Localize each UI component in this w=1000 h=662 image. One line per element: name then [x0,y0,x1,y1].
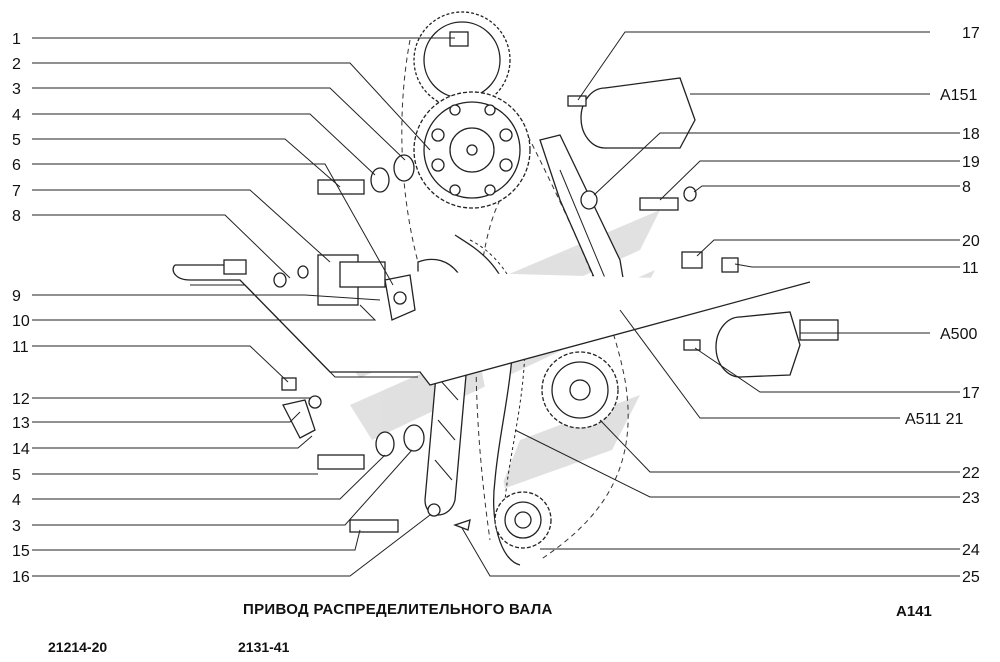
callout-11-right: 11 [962,260,979,277]
callout-a151: A151 [940,87,977,104]
callout-7: 7 [12,183,21,200]
intermediate-sprocket [541,351,619,429]
callout-4: 4 [12,107,21,124]
callout-1: 1 [12,31,21,48]
right-components [567,77,839,378]
callouts-left: 1 2 3 4 5 6 7 8 9 10 11 12 13 14 5 4 3 1… [12,31,30,586]
callout-24: 24 [962,542,980,559]
callout-20: 20 [962,233,980,250]
callout-5: 5 [12,132,21,149]
callouts-right: 17 A151 18 19 8 20 11 A500 17 A511 21 22… [905,25,980,586]
callout-17: 17 [962,25,980,42]
callout-8-right: 8 [962,179,971,196]
callout-5b: 5 [12,467,21,484]
callout-15: 15 [12,543,30,560]
oil-tube [172,264,811,386]
callout-10: 10 [12,313,30,330]
callout-23: 23 [962,490,980,507]
callout-a511-21: A511 21 [905,411,964,428]
page-code: A141 [896,603,932,620]
callout-9: 9 [12,288,21,305]
callout-14: 14 [12,441,30,458]
footer-code-2: 2131-41 [238,639,290,655]
crankshaft-sprocket [494,491,552,549]
callout-18: 18 [962,126,980,143]
callout-25: 25 [962,569,980,586]
diagram-title: ПРИВОД РАСПРЕДЕЛИТЕЛЬНОГО ВАЛА [243,601,553,618]
callout-22: 22 [962,465,980,482]
callout-16: 16 [12,569,30,586]
left-components [223,154,471,533]
callout-3: 3 [12,81,21,98]
callout-6: 6 [12,157,21,174]
callout-4b: 4 [12,492,21,509]
callout-13: 13 [12,415,30,432]
callout-11: 11 [12,339,29,356]
camshaft-sprocket [413,91,531,209]
callout-3b: 3 [12,518,21,535]
callout-2: 2 [12,56,21,73]
callout-19: 19 [962,154,980,171]
callout-17b: 17 [962,385,980,402]
callout-8: 8 [12,208,21,225]
callout-12: 12 [12,391,30,408]
callout-a500: A500 [940,326,977,343]
footer-code-1: 21214-20 [48,639,108,655]
leader-lines [32,31,960,577]
camshaft-sprocket-upper [413,11,511,109]
